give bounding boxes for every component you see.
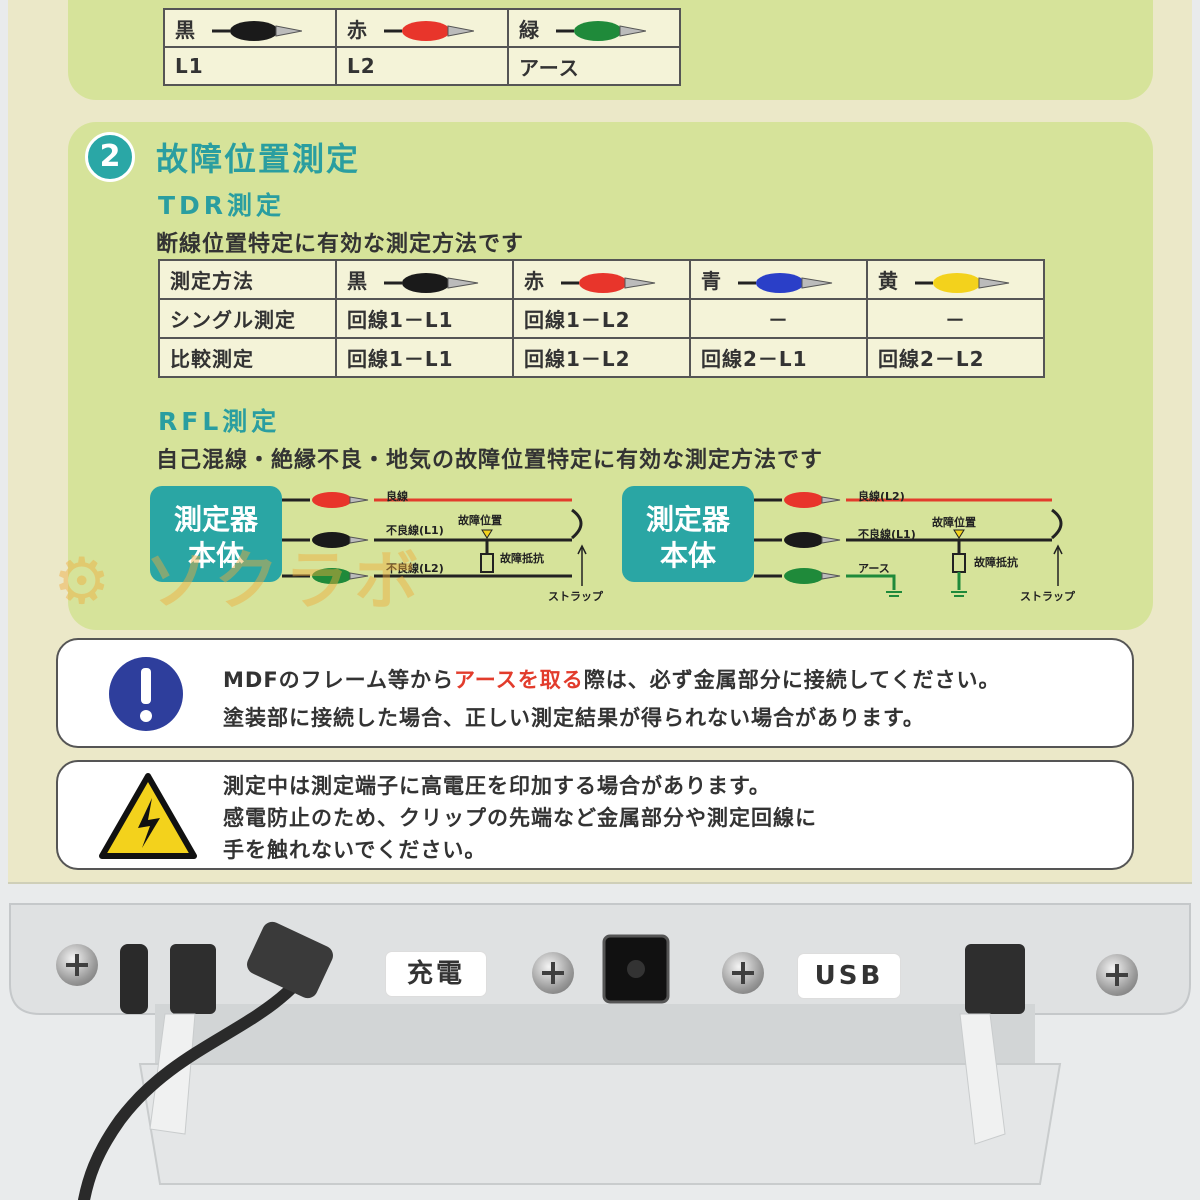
rfl-description: 自己混線・絶縁不良・地気の故障位置特定に有効な測定方法です — [156, 448, 824, 473]
measuring-unit-box: 測定器 本体 — [150, 486, 282, 582]
warning-line-1: 測定中は測定端子に高電圧を印加する場合があります。 — [223, 774, 771, 798]
table-cell: 回線1－L1 — [335, 337, 514, 378]
tdr-table: 測定方法 黒 赤 青 黄 シングル測定 回線1－L1 回線1－L2 － － — [158, 259, 1045, 378]
rfl-wiring-diagram-right — [754, 492, 1063, 597]
warning-line-3: 手を触れないでください。 — [223, 838, 487, 862]
table-row: L1 L2 アース — [163, 46, 681, 86]
table-header: 赤 — [512, 259, 691, 300]
red-clip-icon — [383, 21, 474, 41]
screw-icon — [1096, 954, 1138, 996]
yellow-clip-icon — [914, 272, 1010, 293]
table-header: 黒 — [335, 259, 514, 300]
section-number-badge: 2 — [85, 132, 135, 182]
table-cell: 回線1－L2 — [512, 298, 691, 339]
connection-table: 黒 赤 緑 L1 L2 アース — [163, 8, 681, 86]
red-clip-icon — [560, 272, 656, 293]
power-cable — [78, 921, 333, 1200]
caution-line-1: MDFのフレーム等からアースを取る際は、必ず金属部分に接続してください。 — [223, 668, 1001, 692]
tdr-description: 断線位置特定に有効な測定方法です — [156, 232, 525, 257]
table-cell: L2 — [335, 46, 509, 86]
black-clip-icon — [211, 21, 302, 41]
watermark-logo: ⚙ ソクラボ — [53, 545, 425, 619]
instruction-label: 黒 赤 緑 L1 L2 アース 2 故障位置測定 TDR測定 断線位置特定に — [8, 0, 1192, 884]
table-header: 測定方法 — [158, 259, 337, 300]
table-cell: 回線2－L1 — [689, 337, 868, 378]
table-cell: － — [866, 298, 1045, 339]
screw-icon — [722, 952, 764, 994]
rfl-title: RFL測定 — [158, 407, 281, 436]
tdr-title: TDR測定 — [158, 191, 286, 220]
high-voltage-warning: 測定中は測定端子に高電圧を印加する場合があります。 感電防止のため、クリップの先… — [56, 760, 1134, 870]
screw-icon — [56, 944, 98, 986]
measuring-unit-box: 測定器 本体 — [622, 486, 754, 582]
table-cell: シングル測定 — [158, 298, 337, 339]
table-row: シングル測定 回線1－L1 回線1－L2 － － — [158, 298, 1045, 339]
table-header: 黄 — [866, 259, 1045, 300]
blue-clip-icon — [737, 272, 833, 293]
table-row: 測定方法 黒 赤 青 黄 — [158, 259, 1045, 300]
table-cell: アース — [507, 46, 681, 86]
table-header: 青 — [689, 259, 868, 300]
caution-line-2: 塗装部に接続した場合、正しい測定結果が得られない場合があります。 — [223, 706, 925, 730]
caution-notice: MDFのフレーム等からアースを取る際は、必ず金属部分に接続してください。 塗装部… — [56, 638, 1134, 748]
rfl-wiring-diagram-left — [282, 492, 587, 586]
charge-port-label: 充電 — [386, 952, 486, 996]
exclamation-icon — [109, 657, 183, 731]
table-cell: 比較測定 — [158, 337, 337, 378]
table-cell: － — [689, 298, 868, 339]
table-row: 黒 赤 緑 — [163, 8, 681, 48]
table-cell: L1 — [163, 46, 337, 86]
table-cell: 黒 — [163, 8, 337, 48]
section-title: 故障位置測定 — [156, 140, 361, 178]
warning-line-2: 感電防止のため、クリップの先端など金属部分や測定回線に — [223, 806, 817, 830]
table-row: 比較測定 回線1－L1 回線1－L2 回線2－L1 回線2－L2 — [158, 337, 1045, 378]
green-clip-icon — [555, 21, 646, 41]
high-voltage-warning-icon — [99, 773, 197, 859]
table-cell: 回線1－L2 — [512, 337, 691, 378]
table-cell: 回線1－L1 — [335, 298, 514, 339]
usb-port-label: USB — [798, 954, 900, 998]
table-cell: 回線2－L2 — [866, 337, 1045, 378]
table-cell: 緑 — [507, 8, 681, 48]
black-clip-icon — [383, 272, 479, 293]
screw-icon — [532, 952, 574, 994]
table-cell: 赤 — [335, 8, 509, 48]
